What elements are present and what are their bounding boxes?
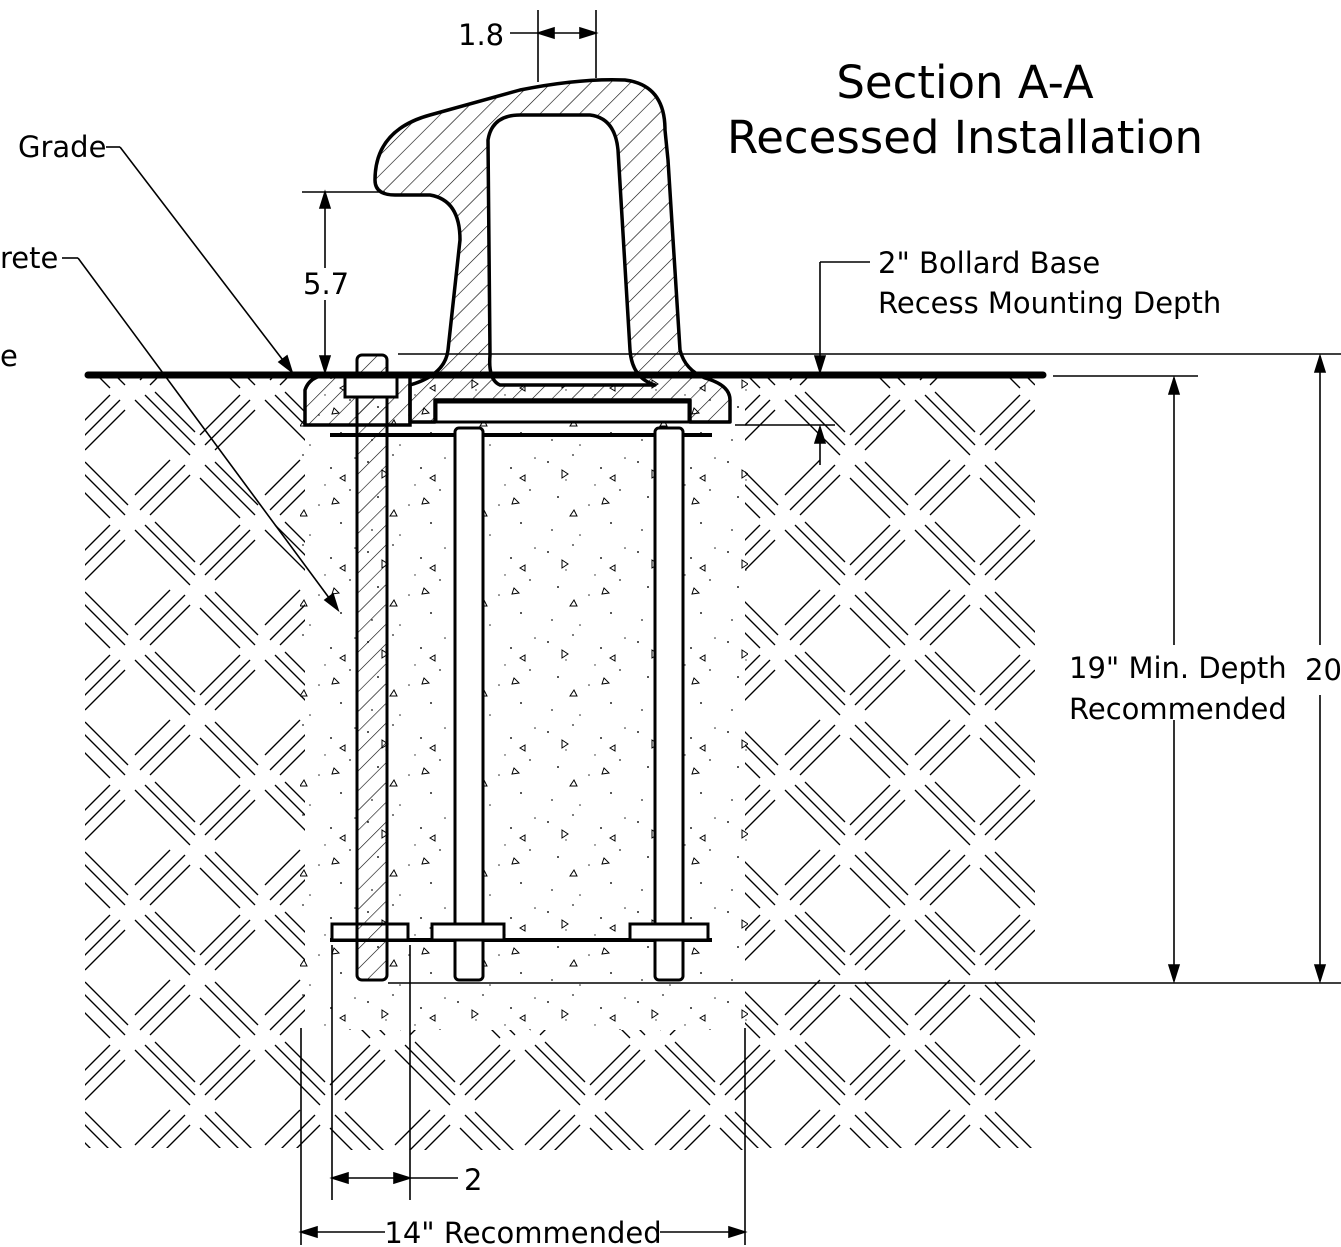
- base-recess-label-line2: Recess Mounting Depth: [878, 286, 1221, 320]
- bollard-body: [373, 77, 732, 424]
- concrete-label: rete: [0, 241, 58, 275]
- dim-total-depth: 20: [1305, 653, 1341, 687]
- grade-label: Grade: [18, 130, 106, 164]
- dim-hole-width: 14" Recommended: [384, 1216, 661, 1247]
- anchor-frame: [330, 353, 712, 982]
- dim-top-width: 1.8: [458, 18, 504, 52]
- base-recess-label-line1: 2" Bollard Base: [878, 246, 1100, 280]
- section-subtitle: Recessed Installation: [727, 111, 1203, 164]
- clipped-left-label: e: [0, 339, 18, 373]
- min-depth-label-line2: Recommended: [1069, 692, 1287, 726]
- dim-bolt-offset: 2: [464, 1163, 482, 1197]
- dim-height-above-grade: 5.7: [303, 267, 349, 301]
- min-depth-label-line1: 19" Min. Depth: [1069, 651, 1287, 685]
- dimension-lines: [62, 10, 1341, 1245]
- section-title: Section A-A: [836, 56, 1094, 109]
